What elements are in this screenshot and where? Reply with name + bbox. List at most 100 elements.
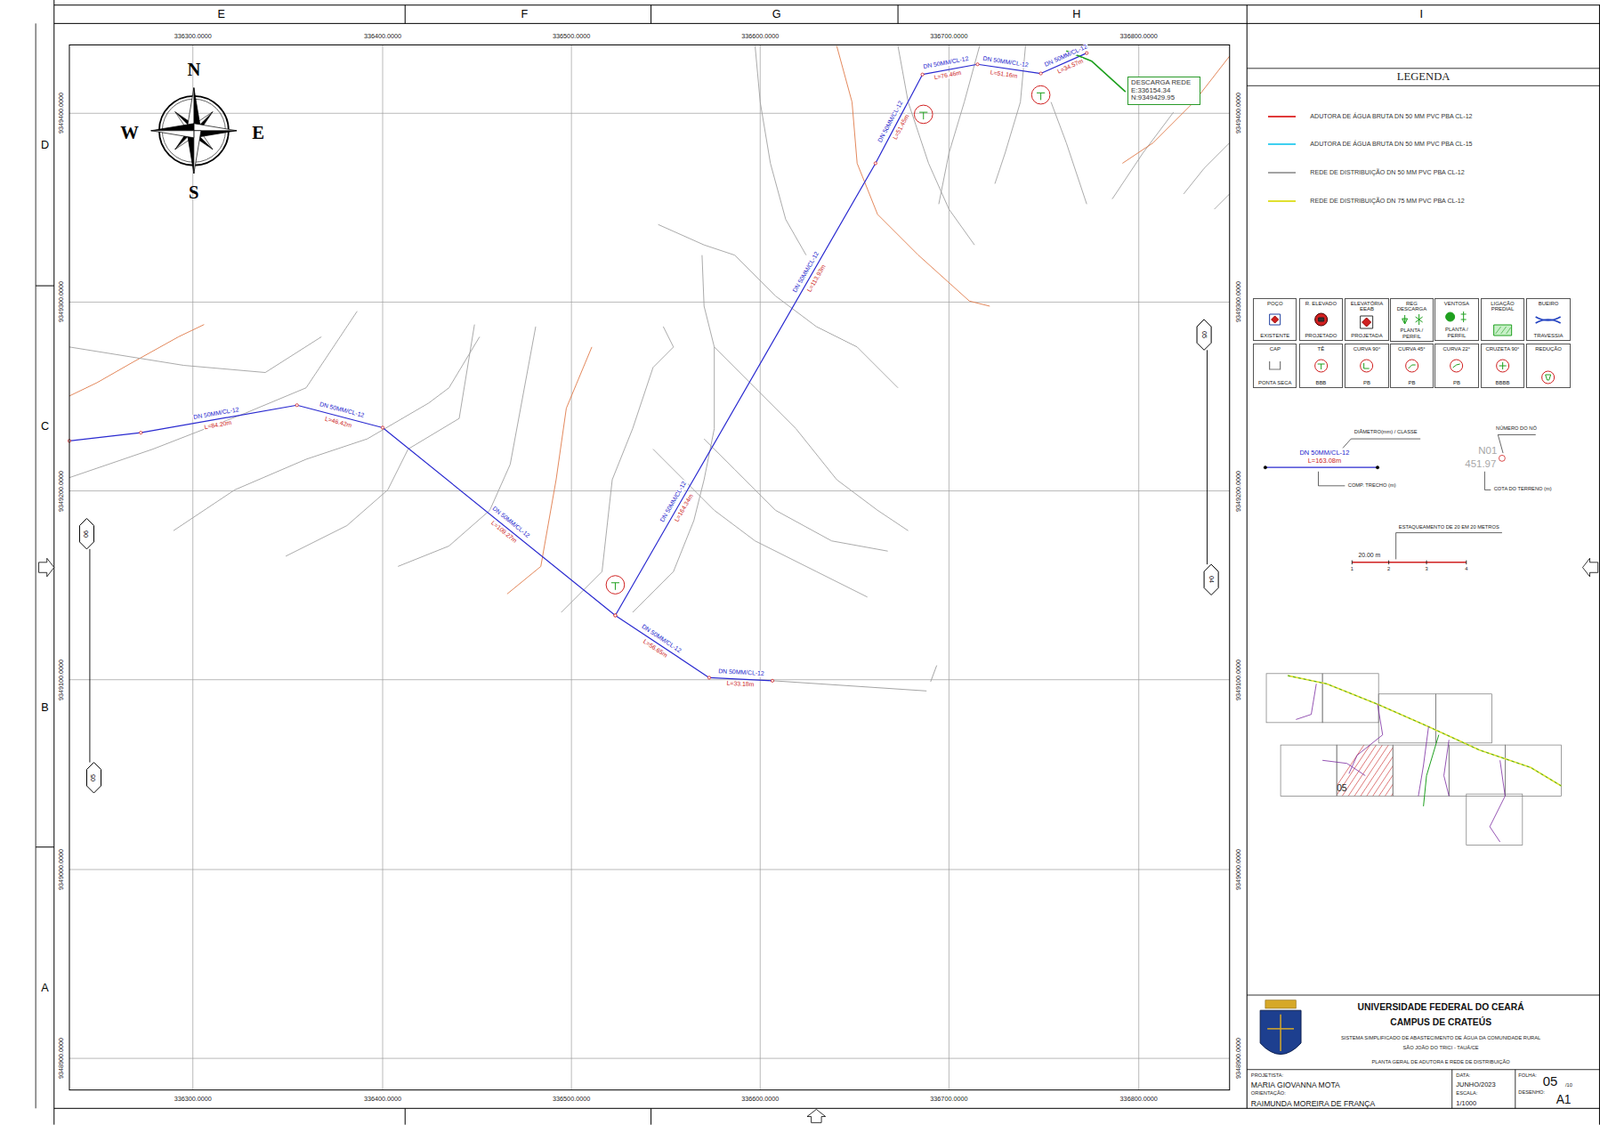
symbol-part (1405, 359, 1418, 372)
northing-coordinate: 9349000.0000 (58, 848, 65, 890)
legend-symbol (1482, 357, 1523, 374)
northing-coordinate: 9349200.0000 (1235, 469, 1242, 511)
easting-coordinate: 336600.0000 (741, 1095, 779, 1102)
symbol-name: ELEVATÓRIA EEAB (1346, 300, 1387, 313)
hatch-line (1369, 744, 1393, 796)
easting-coordinate: 336300.0000 (174, 1095, 212, 1102)
symbol-name: CURVA 90° (1353, 346, 1382, 352)
fitting-glyph (1040, 92, 1042, 100)
zone-letter: B (40, 701, 49, 713)
zone-letter: E (218, 8, 226, 21)
legend-symbol-box: LIGAÇÃO PREDIAL (1480, 298, 1525, 341)
pipe-length-label: L=46.42m (323, 415, 353, 429)
key-branch (1423, 735, 1439, 807)
pipe-diameter-label: DN 50MM/CL-12 (717, 668, 766, 677)
sample-node (1375, 465, 1379, 469)
grid-line (69, 490, 1230, 492)
zone-divider (404, 5, 406, 25)
legend-symbol-box: CAPPONTA SECA (1252, 343, 1297, 388)
panel-divider (1246, 67, 1600, 69)
northing-coordinate: 9349100.0000 (1235, 659, 1242, 701)
contour-line (897, 46, 975, 246)
campus-name: CAMPUS DE CRATEÚS (1389, 1018, 1492, 1027)
field-caption: ORIENTAÇÃO: (1251, 1090, 1286, 1097)
compass-point (151, 123, 194, 131)
pipe-diameter-label: DN 50MM/CL-12 (921, 56, 970, 72)
legend-symbol (1391, 357, 1432, 374)
symbol-note: TRAVESSIA (1534, 332, 1564, 339)
section-number: 05 (1200, 331, 1207, 339)
distribution-line (772, 680, 927, 691)
symbol-part (1360, 359, 1374, 372)
pipe-node (873, 161, 877, 165)
panel-divider (1451, 1069, 1453, 1109)
symbol-part (1498, 362, 1506, 370)
legend-symbol-box: REDUÇÃO (1526, 343, 1570, 388)
contour-line (69, 324, 204, 396)
legend-text: ADUTORA DE ÁGUA BRUTA DN 50 MM PVC PBA C… (1309, 113, 1472, 121)
legend-symbol-box: R. ELEVADOPROJETADO (1299, 298, 1343, 341)
symbol-part (1317, 363, 1325, 370)
section-tag (86, 762, 101, 793)
logo-crown (1265, 1000, 1296, 1009)
symbol-part (1450, 359, 1463, 372)
symbol-name: VENTOSA (1444, 300, 1470, 307)
pipe-line (69, 404, 773, 681)
sheet-frame (35, 0, 1600, 1125)
contour-line (658, 224, 898, 388)
legend-note: COTA DO TERRENO (m) (1494, 487, 1552, 493)
symbol-icon-holder (1254, 357, 1295, 374)
zone-letter: H (1072, 8, 1081, 21)
sample-node-number: N01 (1478, 445, 1497, 456)
section-number: 05 (90, 774, 97, 782)
contour-line (1050, 102, 1087, 205)
leader-line (1396, 533, 1503, 560)
pipe-node (295, 404, 299, 407)
key-main-line (1287, 675, 1561, 786)
grid-line (571, 44, 573, 1090)
hatch-line (1336, 744, 1367, 796)
pipe-length-label: L=84.20m (203, 420, 234, 431)
sheet-total: /10 (1565, 1082, 1573, 1089)
north-arrow (151, 88, 237, 174)
compass-letter: S (188, 182, 199, 202)
easting-coordinate: 336300.0000 (174, 33, 212, 41)
contour-line (507, 347, 592, 594)
logo-detail (1267, 1027, 1294, 1030)
symbol-icon-holder (1346, 357, 1387, 374)
symbol-part (1314, 359, 1327, 372)
scale-bar (1351, 561, 1466, 563)
key-branch (1489, 759, 1505, 842)
symbol-icon-holder (1482, 322, 1523, 339)
legend-swatch (1268, 200, 1296, 203)
symbol-name: REDUÇÃO (1535, 346, 1562, 352)
grid-line (69, 678, 1230, 680)
pipe-length-label: L=33.18m (726, 680, 756, 688)
northing-coordinate: 9349300.0000 (1235, 281, 1242, 323)
symbol-name: CAP (1269, 346, 1281, 352)
sheet-highlight (1336, 744, 1393, 796)
leader-line (1318, 471, 1346, 486)
symbol-part (1453, 363, 1461, 368)
contour-lines (69, 46, 1230, 613)
key-main-line (1287, 675, 1561, 786)
zone-letter: A (40, 982, 49, 994)
symbol-icon-holder (1436, 308, 1477, 325)
legend-entry: ADUTORA DE ÁGUA BRUTA DN 50 MM PVC PBA C… (1268, 138, 1472, 150)
symbol-part (1364, 363, 1370, 369)
legend-text: REDE DE DISTRIBUIÇÃO DN 50 MM PVC PBA CL… (1309, 169, 1464, 177)
field-caption: FOLHA: (1518, 1073, 1537, 1079)
leader-line (1497, 434, 1536, 453)
sheet-border (54, 23, 1600, 25)
leader-line (1342, 438, 1421, 448)
legend-symbol-box: CURVA 22°PB (1434, 343, 1479, 388)
fitting-symbol (606, 575, 625, 595)
legend-symbol-box: BUEIROTRAVESSIA (1526, 298, 1570, 341)
legend-entry: REDE DE DISTRIBUIÇÃO DN 75 MM PVC PBA CL… (1268, 195, 1464, 207)
fitting-symbol (1031, 85, 1051, 105)
contour-line (632, 255, 715, 613)
legend-symbol-box: TÊBBB (1299, 343, 1343, 388)
symbol-note: PB (1363, 379, 1371, 386)
